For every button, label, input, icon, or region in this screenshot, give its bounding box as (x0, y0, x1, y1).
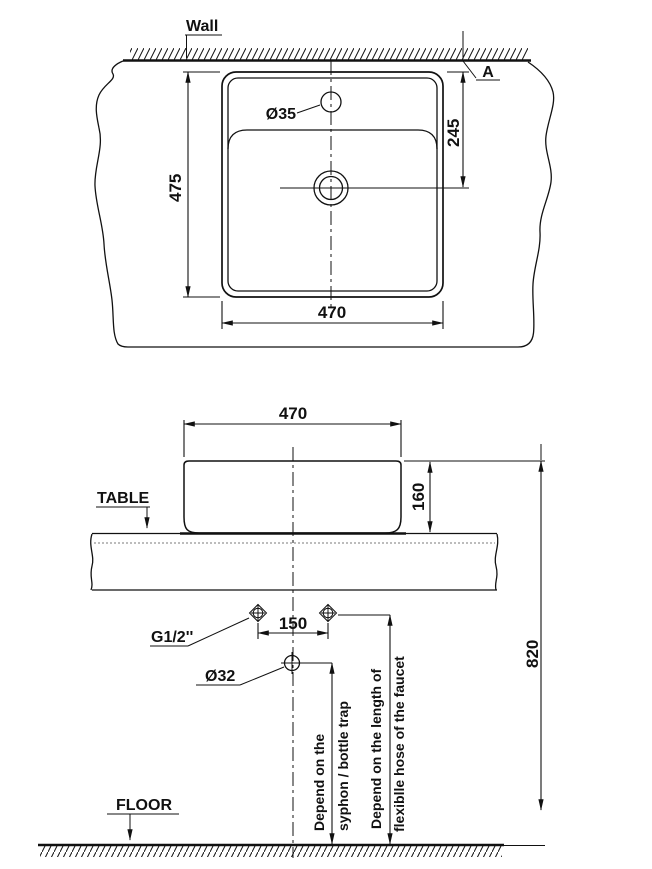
installation-area: 150 G1/2'' Ø32 Depend on the syphon / bo… (38, 444, 545, 857)
supply-thread-leader (187, 617, 250, 647)
dim-160-value: 160 (409, 483, 428, 511)
wall-hatch (130, 48, 528, 60)
floor-hatch (40, 846, 502, 857)
dim-470-side-value: 470 (279, 404, 307, 423)
drain-outlet-label: Ø32 (196, 666, 285, 686)
sink-inner-rim (227, 77, 438, 292)
drain-outlet-cross (281, 652, 303, 674)
sink-side-profile (183, 460, 402, 534)
wall-label: Wall (185, 18, 222, 58)
side-view: 470 160 TABLE (90, 404, 545, 858)
supply-thread-label: G1/2'' (150, 617, 250, 647)
faucet-hole-leader (296, 104, 321, 114)
dim-475-value: 475 (166, 174, 185, 202)
table-left-break (90, 533, 94, 591)
dim-150: 150 (257, 614, 329, 639)
syphon-note-line1: Depend on the (311, 734, 327, 831)
dim-160: 160 (404, 460, 545, 533)
floor-label: FLOOR (107, 797, 179, 841)
syphon-note-line2: syphon / bottle trap (335, 701, 351, 831)
top-view: Wall Ø35 475 (94, 18, 555, 348)
dim-820: 820 (523, 444, 544, 811)
dim-470-top: 470 (221, 301, 444, 329)
dim-245: 245 (444, 71, 469, 188)
supply-right-cross (321, 604, 335, 622)
table-right-break (494, 533, 499, 591)
dim-470-top-value: 470 (318, 303, 346, 322)
faucet-hose-dimension: Depend on the length of flexiblle hose o… (338, 614, 407, 845)
faucet-hole-label: Ø35 (266, 104, 321, 123)
dim-245-value: 245 (444, 119, 463, 147)
faucet-hose-note-line2: flexiblle hose of the faucet (391, 656, 407, 832)
sink-outer-rim (221, 71, 444, 298)
dim-475: 475 (166, 71, 220, 298)
section-a-leader (462, 60, 477, 79)
wall-label-text: Wall (186, 18, 218, 35)
supply-left-cross (251, 604, 265, 622)
table-label-text: TABLE (97, 490, 149, 507)
table-label: TABLE (96, 490, 150, 529)
supply-fitting-right (318, 603, 338, 623)
faucet-hole-label-text: Ø35 (266, 106, 296, 123)
drain-outlet-text: Ø32 (205, 668, 235, 685)
section-a-label: A (462, 31, 500, 81)
dim-820-value: 820 (523, 640, 542, 668)
table-surface (90, 532, 499, 591)
supply-fitting-left (248, 603, 268, 623)
floor (38, 843, 545, 857)
floor-label-text: FLOOR (116, 797, 172, 814)
syphon-dimension: Depend on the syphon / bottle trap (303, 662, 351, 845)
dim-470-side: 470 (183, 404, 402, 457)
drain-outlet-symbol (281, 652, 303, 674)
counter-break-outline (94, 60, 555, 348)
dim-150-value: 150 (279, 614, 307, 633)
basin-edge (227, 129, 438, 150)
supply-thread-text: G1/2'' (151, 629, 193, 646)
faucet-hose-note-line1: Depend on the length of (368, 668, 384, 829)
drain-outlet-leader (239, 666, 285, 686)
section-a-text: A (482, 64, 494, 81)
